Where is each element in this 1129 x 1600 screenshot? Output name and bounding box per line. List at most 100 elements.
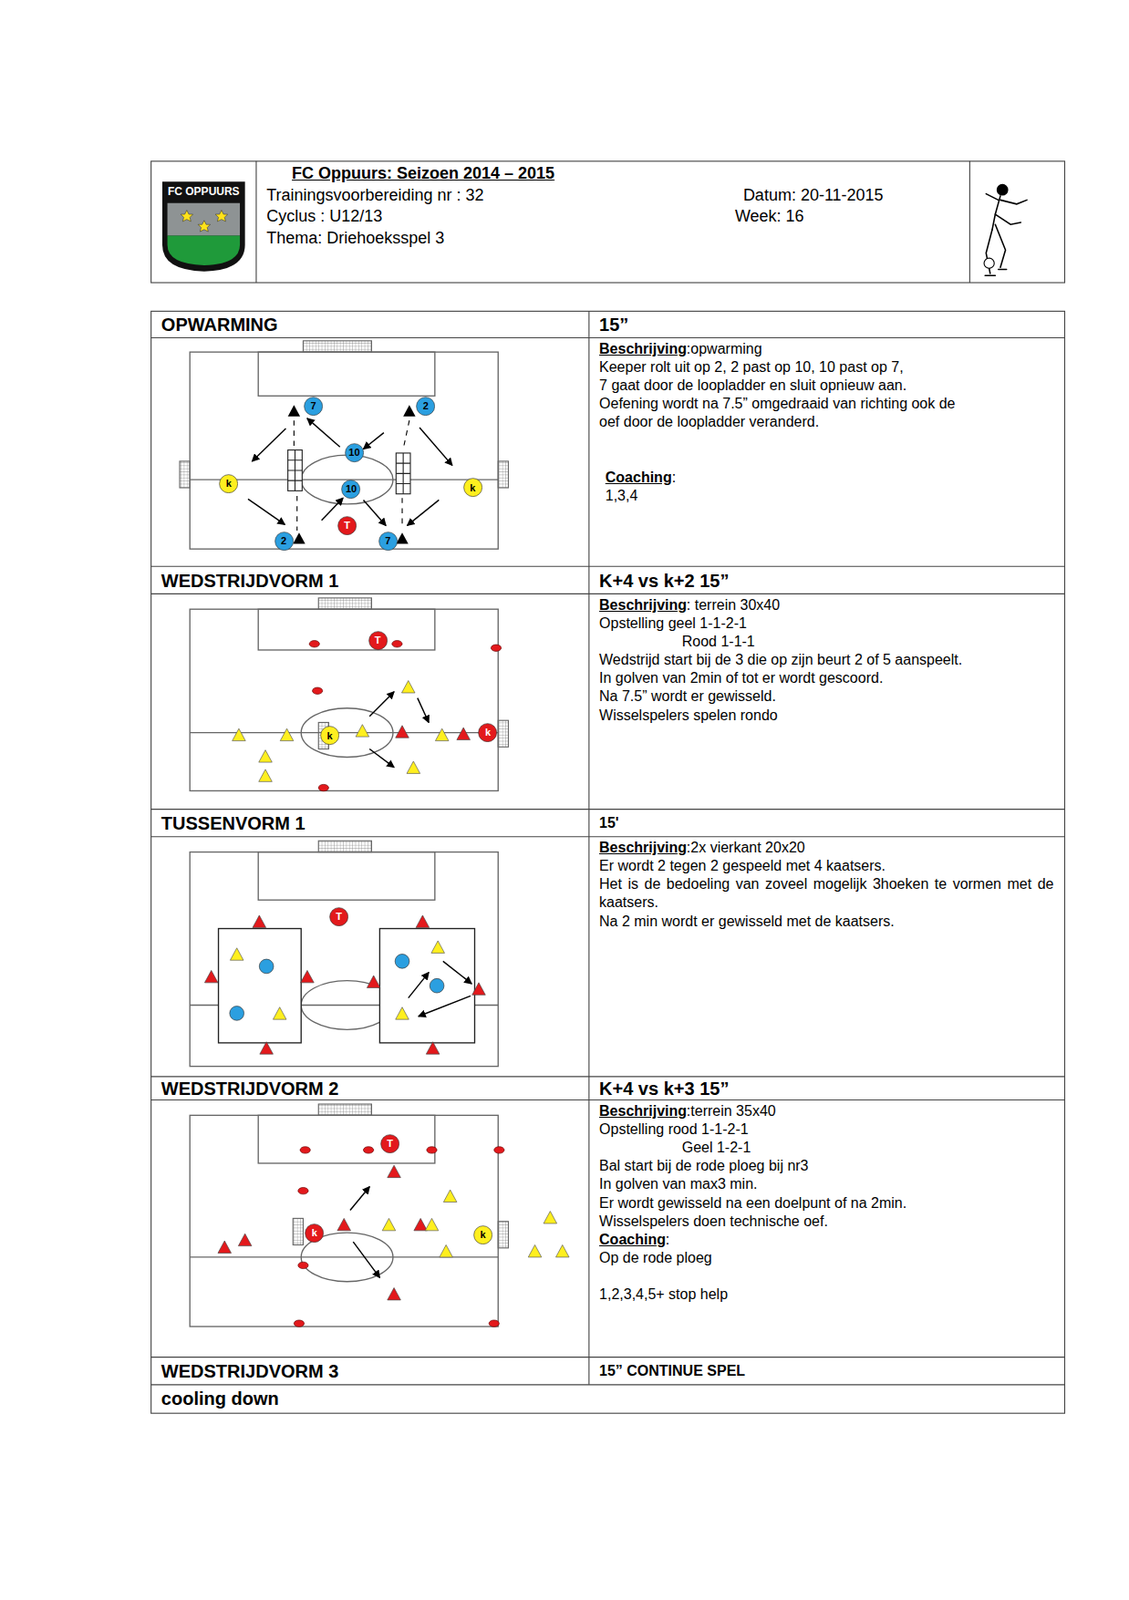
pass-arrow [401,497,403,529]
player-marker: 10 [344,443,364,463]
header-cell: Trainingsvoorbereiding nr : 32Cyclus : U… [256,161,970,283]
pass-arrow [151,1076,1066,1078]
pass-arrow [151,808,1066,810]
pitch-marker [387,1165,402,1178]
body-text: Het is de bedoeling van zoveel mogelijk … [599,875,1054,911]
section-heading: K+4 vs k+3 15” [599,1077,729,1100]
pass-arrow [369,692,394,717]
field-outline [258,352,436,396]
marker-fill [330,907,349,926]
marker-label: T [380,1139,400,1150]
pitch-marker [406,761,421,774]
pass-arrow [362,499,386,526]
pitch-marker [272,1007,287,1020]
body-text: Na 7.5” wordt er gewisseld. [599,687,777,705]
field-outline [395,453,411,495]
field-outline [189,852,498,1067]
pass-arrow [151,1356,1066,1358]
marker-fill [478,724,498,743]
field-outline [302,341,372,353]
pass-arrow [255,161,257,283]
body-text: Keeper rolt uit op 2, 2 past op 10, 10 p… [599,358,904,376]
pitch-marker [401,681,415,694]
marker-fill [341,479,361,498]
pass-arrow [151,1384,1066,1386]
marker-fill [305,1223,324,1243]
pitch-marker [300,970,315,983]
pitch-marker [366,975,381,988]
drawing-part [350,1187,380,1279]
section-heading: 15” CONTINUE SPEL [599,1362,746,1380]
pass-arrow [248,498,285,525]
body-text: Wisselspelers doen technische oef. [599,1212,829,1231]
document-title: FC Oppuurs: Seizoen 2014 – 2015 [291,164,555,185]
pitch-marker [217,1241,232,1254]
pass-arrow [151,566,1066,568]
field-label: Beschrijving [599,838,687,857]
player-marker: k [477,723,498,743]
section-duration: 15' [589,809,1066,838]
description-cell: Beschrijving:2x vierkant 20x20Er wordt 2… [589,837,1066,1078]
drawing-part [151,310,1066,1414]
marker-fill [321,726,340,746]
pitch-marker [288,404,301,416]
pass-arrow [151,593,1066,595]
pitch-marker [362,1147,373,1154]
body-text: Na 2 min wordt er gewisseld met de kaats… [599,912,895,931]
logo-band: FC OPPUURS [163,183,244,202]
drawing-stroke [985,194,1027,205]
section-heading: K+4 vs k+2 15” [599,569,729,592]
field-outline [379,929,475,1044]
field-outline [189,609,498,791]
pitch-marker [232,728,247,741]
pitch-marker [424,1218,439,1231]
body-text: :opwarming [686,340,763,358]
marker-fill [344,444,363,463]
player-marker: T [337,516,357,536]
pass-arrow [307,418,341,447]
section-heading: WEDSTRIJDVORM 2 [161,1077,339,1100]
field-label: Beschrijving [599,340,687,358]
pitch-marker [414,1218,428,1231]
pass-arrow [293,420,295,447]
description-cell: Beschrijving: terrein 30x40Opstelling ge… [589,593,1066,809]
drawing-part [229,954,445,1022]
pitch-marker [293,1320,304,1327]
pitch-marker [300,1147,311,1154]
body-text: Bal start bij de rode ploeg bij nr3 [599,1157,808,1175]
body-text: Trainingsvoorbereiding nr : 32 [266,186,484,207]
field-outline [497,1222,508,1249]
marker-label: k [463,483,483,494]
drawing-part [189,852,498,1067]
drawing-part [369,692,429,768]
field-outline [167,203,240,237]
field-outline [151,161,1066,283]
pitch-marker [252,915,267,928]
pitch-marker [395,725,410,738]
marker-label: 10 [341,484,361,495]
pitch-marker [490,644,501,652]
field-label: Coaching [605,468,673,487]
drawing-part [151,161,1066,283]
body-text: Rood 1-1-1 [682,632,756,651]
marker-label: 2 [415,401,436,412]
pass-arrow [352,1242,380,1278]
marker-fill [463,478,482,498]
section-heading: cooling down [161,1387,280,1410]
section-title: WEDSTRIJDVORM 2 [151,1077,590,1101]
field-outline [497,461,508,488]
pass-arrow [151,1099,1066,1101]
pitch-marker [415,915,430,928]
pass-arrow [443,961,472,984]
pitch-marker [298,1187,309,1194]
marker-label: 7 [303,401,323,412]
drawing-part [983,258,995,269]
body-text: Oefening wordt na 7.5” omgedraaid van ri… [599,394,955,413]
body-text: : [665,1231,670,1249]
drawing-stroke [167,236,240,266]
player-marker: 7 [378,531,398,551]
marker-fill [381,1135,400,1154]
pitch-marker [238,1233,252,1246]
pass-arrow [251,428,286,462]
